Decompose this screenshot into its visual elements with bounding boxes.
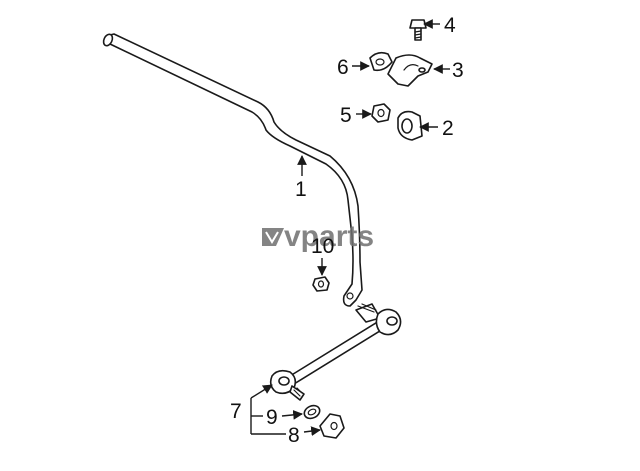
callout-10: 10 <box>311 235 334 258</box>
callout-8: 8 <box>288 424 300 447</box>
bracket-clip <box>369 51 393 72</box>
watermark-text: vparts <box>284 220 374 253</box>
callout-7: 7 <box>230 400 242 423</box>
callout-1: 1 <box>295 178 307 201</box>
bushing-bracket <box>387 54 433 87</box>
callout-6: 6 <box>337 56 349 79</box>
link-washer <box>303 404 321 420</box>
callout-4: 4 <box>444 14 456 37</box>
watermark-logo: vparts <box>262 220 374 253</box>
stabilizer-link <box>269 303 402 401</box>
callout-labels: 1 2 3 4 5 6 7 8 9 10 <box>230 14 464 447</box>
callout-5: 5 <box>340 104 352 127</box>
callout-2: 2 <box>442 117 454 140</box>
stabilizer-bushing <box>397 110 423 141</box>
bracket-nut <box>371 103 391 123</box>
link-lower-nut <box>319 413 345 439</box>
link-upper-nut <box>312 276 330 292</box>
stabilizer-bar <box>102 33 363 307</box>
callout-leaders <box>250 19 450 436</box>
bracket-bolt <box>409 19 427 41</box>
callout-3: 3 <box>452 59 464 82</box>
callout-9: 9 <box>266 406 278 429</box>
